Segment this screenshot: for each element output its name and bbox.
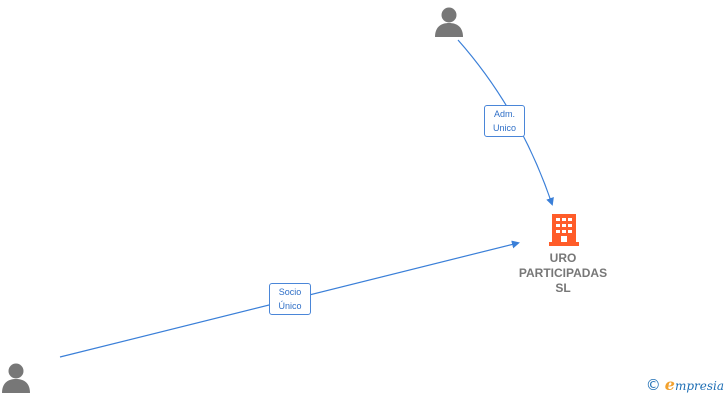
company-name-line: SL — [555, 281, 571, 295]
building-icon[interactable] — [549, 212, 579, 246]
relation-label-line: Unico — [492, 123, 516, 133]
brand-watermark: © empresia — [646, 375, 724, 394]
relation-label-socio-unico[interactable]: Socio Único — [269, 283, 311, 315]
copyright-icon: © — [645, 375, 661, 394]
person-icon[interactable] — [433, 6, 465, 38]
company-name-line: URO — [549, 251, 577, 265]
company-name[interactable]: URO PARTICIPADAS SL — [508, 251, 618, 296]
relation-label-line: Único — [278, 301, 302, 311]
brand-logo: empresia — [665, 375, 724, 394]
company-name-line: PARTICIPADAS — [518, 266, 608, 280]
relation-label-line: Socio — [278, 287, 302, 297]
brand-logo-text: mpresia — [674, 379, 724, 393]
brand-logo-initial: e — [664, 375, 675, 394]
relation-label-line: Adm. — [493, 109, 515, 119]
person-icon[interactable] — [0, 362, 32, 394]
relation-label-adm-unico[interactable]: Adm. Unico — [484, 105, 525, 137]
